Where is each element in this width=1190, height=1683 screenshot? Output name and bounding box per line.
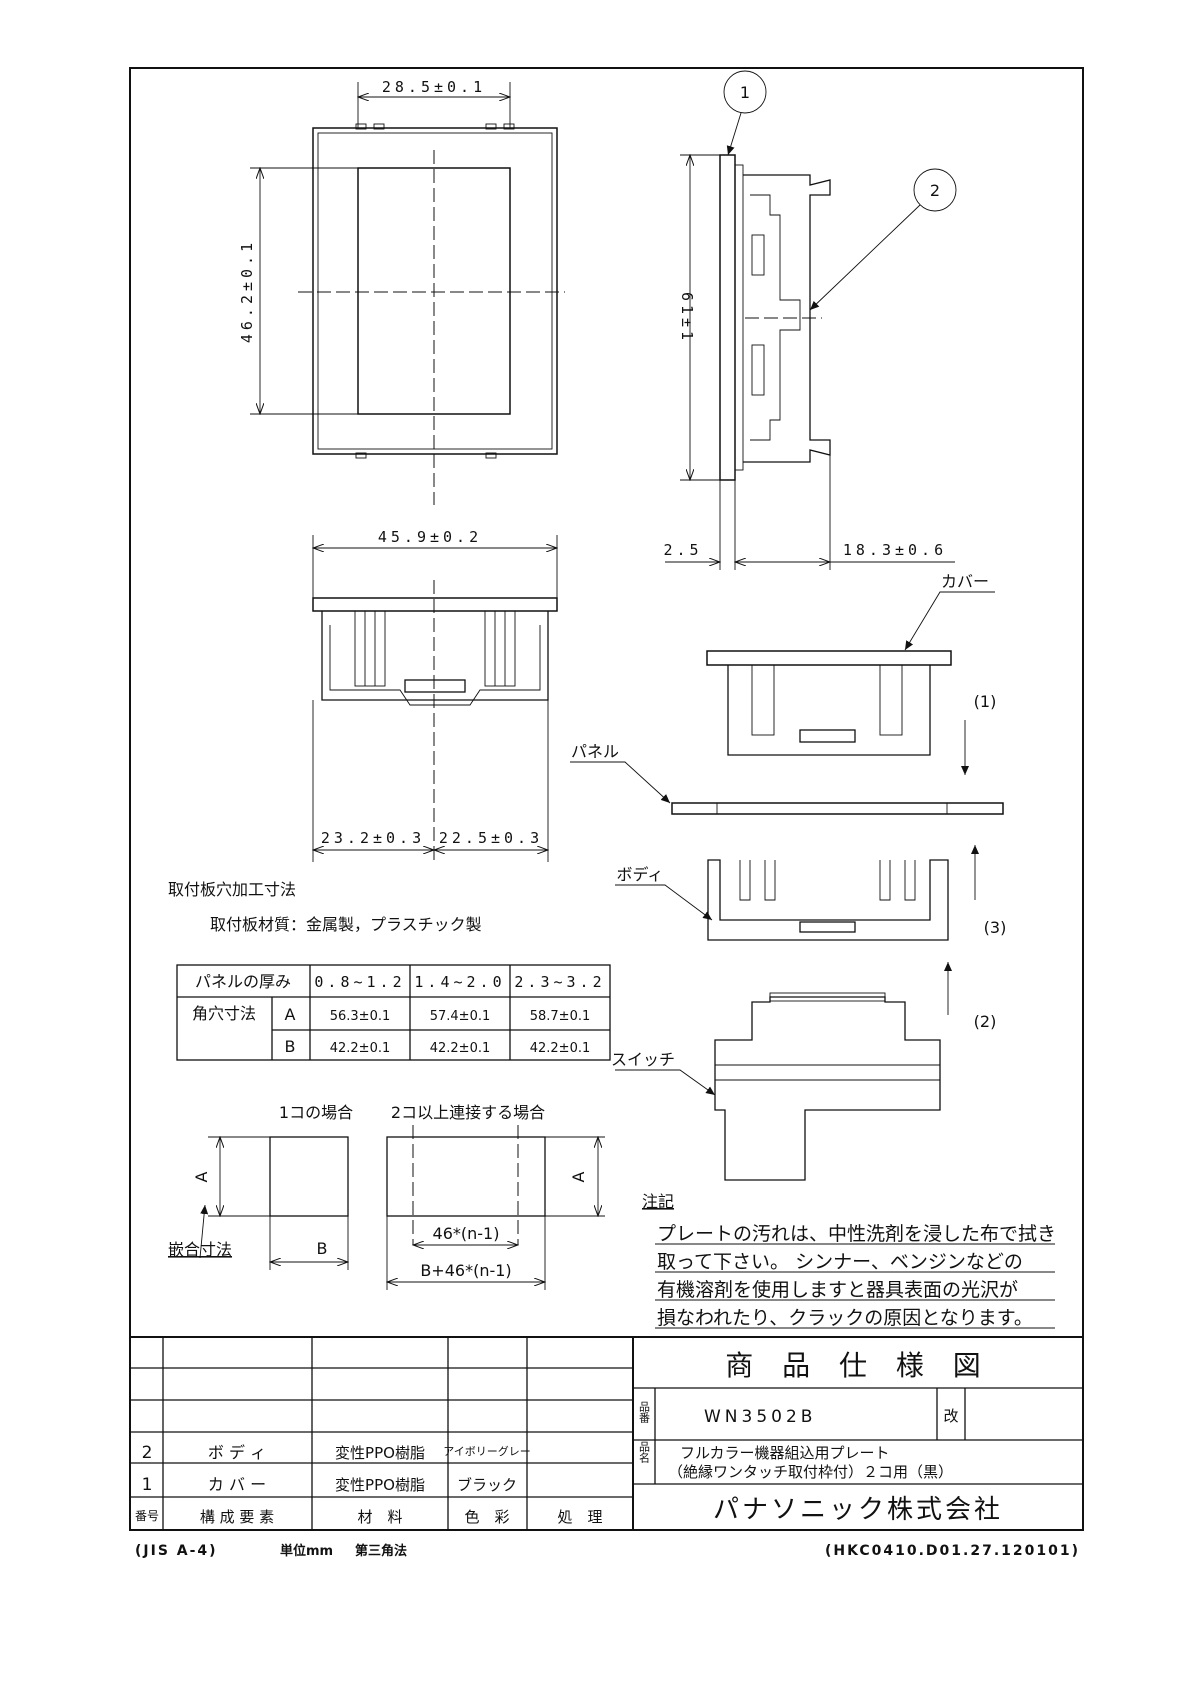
table-header-thickness: パネルの厚み xyxy=(195,972,291,991)
title-block: 商 品 仕 様 図 品番 WN3502B 改 品名 フルカラー機器組込用プレート… xyxy=(633,1349,1083,1525)
dim-outer-width: 45.9±0.2 xyxy=(378,528,482,546)
table-cell: 58.7±0.1 xyxy=(530,1009,591,1024)
note-line: 有機溶剤を使用しますと器具表面の光沢が xyxy=(657,1279,1018,1301)
cover-label: カバー xyxy=(941,572,989,591)
notes-title: 注記 xyxy=(642,1192,674,1211)
document-number: (HKC0410.D01.27.120101) xyxy=(825,1543,1080,1559)
table-header: 1.4~2.0 xyxy=(414,973,505,991)
revision-label: 改 xyxy=(943,1407,958,1425)
switch-part xyxy=(714,996,941,1181)
table-key-b: B xyxy=(285,1037,296,1056)
part-color: アイボリーグレー xyxy=(443,1444,530,1458)
table-cell: 42.2±0.1 xyxy=(430,1041,491,1056)
paper-size: (JIS A-4) xyxy=(135,1543,218,1559)
part-no: 2 xyxy=(142,1443,153,1463)
company-name: パナソニック株式会社 xyxy=(713,1495,1003,1525)
table-header: 0.8~1.2 xyxy=(314,973,405,991)
header-treatment: 処 理 xyxy=(557,1508,602,1526)
dim-inner-width: 28.5±0.1 xyxy=(382,78,486,96)
table-key-a: A xyxy=(285,1005,296,1024)
balloon-1-label: 1 xyxy=(740,83,750,102)
dim-a-right: A xyxy=(569,1171,588,1182)
part-name: ボ デ ィ xyxy=(208,1443,266,1462)
note-line: 取って下さい。 シンナー、ベンジンなどの xyxy=(657,1251,1023,1273)
parts-list: 2 ボ デ ィ 変性PPO樹脂 アイボリーグレー 1 カ バ ー 変性PPO樹脂… xyxy=(130,1336,1083,1530)
step-2-label: (2) xyxy=(974,1012,997,1031)
part-no-label: 品番 xyxy=(638,1401,651,1424)
part-color: ブラック xyxy=(457,1476,517,1494)
cutout-table: パネルの厚み 0.8~1.2 1.4~2.0 2.3~3.2 角穴寸法 A 56… xyxy=(176,964,611,1061)
header-no: 番号 xyxy=(135,1509,159,1523)
part-name: カ バ ー xyxy=(208,1475,266,1494)
step-3-label: (3) xyxy=(984,918,1007,937)
product-name-line2: （絶縁ワンタッチ取付枠付）２コ用（黒） xyxy=(668,1463,953,1481)
switch-label: スイッチ xyxy=(611,1050,675,1069)
drawing-title: 商 品 仕 様 図 xyxy=(725,1349,991,1382)
dim-b: B xyxy=(317,1239,328,1258)
cover-part xyxy=(706,650,952,666)
dim-total: B+46*(n-1) xyxy=(420,1261,511,1280)
fit-label: 嵌合寸法 xyxy=(168,1240,232,1259)
dim-depth: 18.3±0.6 xyxy=(843,541,947,559)
dim-inner-height: 46.2±0.1 xyxy=(238,239,256,343)
body-label: ボディ xyxy=(617,865,664,884)
dim-left-offset: 23.2±0.3 xyxy=(321,829,425,847)
part-no: 1 xyxy=(142,1475,153,1495)
header-name: 構 成 要 素 xyxy=(200,1508,274,1526)
multi-label: 2コ以上連接する場合 xyxy=(391,1103,545,1122)
table-row-label: 角穴寸法 xyxy=(192,1004,256,1023)
dim-a-left: A xyxy=(192,1171,211,1182)
assembly-view: カバー (1) パネル ボディ (3) スイッチ (2) xyxy=(570,572,1007,1181)
header-color: 色 彩 xyxy=(464,1508,509,1526)
panel-label: パネル xyxy=(571,742,619,761)
table-cell: 57.4±0.1 xyxy=(430,1009,491,1024)
single-label: 1コの場合 xyxy=(279,1103,353,1122)
front-view: 28.5±0.1 46.2±0.1 xyxy=(238,78,565,505)
dim-side-height: 61±1 xyxy=(678,292,696,344)
bottom-view: 45.9±0.2 23.2±0.3 22.5±0.3 xyxy=(313,528,557,865)
part-material: 変性PPO樹脂 xyxy=(335,1444,425,1462)
header-material: 材 料 xyxy=(357,1508,402,1526)
product-name-line1: フルカラー機器組込用プレート xyxy=(680,1444,890,1462)
dim-pitch: 46*(n-1) xyxy=(433,1224,500,1243)
note-line: 損なわれたり、クラックの原因となります。 xyxy=(657,1307,1033,1329)
cutout-title: 取付板穴加工寸法 xyxy=(168,880,296,899)
table-cell: 56.3±0.1 xyxy=(330,1009,391,1024)
panel-part xyxy=(671,802,1004,815)
notes: 注記 プレートの汚れは、中性洗剤を浸した布で拭き 取って下さい。 シンナー、ベン… xyxy=(642,1192,1056,1329)
balloon-1 xyxy=(723,70,767,114)
table-header: 2.3~3.2 xyxy=(514,973,605,991)
side-view: 61±1 2.5 18.3±0.6 1 2 xyxy=(663,70,957,570)
unit: 単位mm xyxy=(280,1543,333,1559)
multi-cutout xyxy=(386,1136,546,1217)
cutout-spec: 取付板穴加工寸法 取付板材質：金属製，プラスチック製 パネルの厚み 0.8~1.… xyxy=(168,880,611,1290)
step-1-label: (1) xyxy=(974,692,997,711)
dim-plate-thickness: 2.5 xyxy=(663,541,702,559)
sheet-border xyxy=(129,67,1084,1531)
table-cell: 42.2±0.1 xyxy=(330,1041,391,1056)
part-number: WN3502B xyxy=(704,1407,816,1427)
projection: 第三角法 xyxy=(355,1543,407,1559)
note-line: プレートの汚れは、中性洗剤を浸した布で拭き xyxy=(657,1223,1056,1245)
part-material: 変性PPO樹脂 xyxy=(335,1476,425,1494)
single-cutout xyxy=(269,1136,349,1217)
balloon-2 xyxy=(913,168,957,212)
table-cell: 42.2±0.1 xyxy=(530,1041,591,1056)
dim-right-offset: 22.5±0.3 xyxy=(439,829,543,847)
cutout-material: 取付板材質：金属製，プラスチック製 xyxy=(210,915,482,934)
product-name-label: 品名 xyxy=(638,1441,651,1463)
balloon-2-label: 2 xyxy=(930,181,940,200)
